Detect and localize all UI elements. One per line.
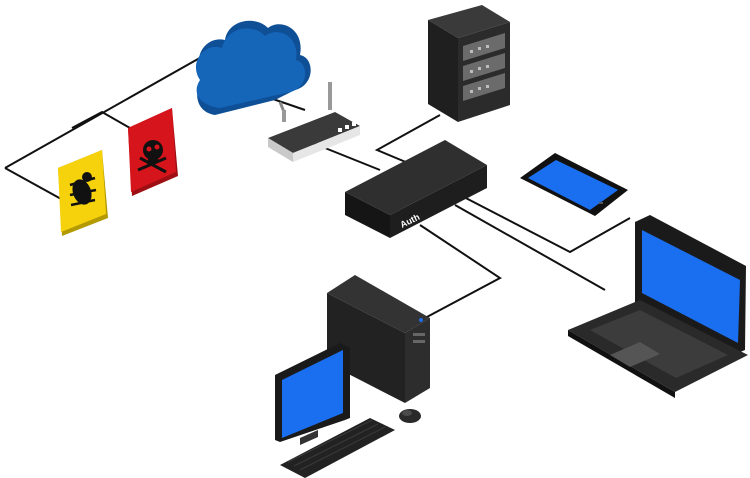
connection-firewall-desktop bbox=[419, 224, 502, 319]
connection-firewall-laptop bbox=[454, 204, 606, 291]
connection-virus-branch bbox=[71, 110, 131, 129]
server-rack-icon bbox=[428, 5, 510, 122]
skull-warning-icon bbox=[128, 108, 178, 196]
bug-warning-icon bbox=[58, 150, 108, 236]
connection-cloud-router bbox=[269, 97, 306, 111]
cloud-icon bbox=[195, 20, 311, 116]
firewall-appliance-icon: Auth bbox=[345, 140, 487, 238]
connection-firewall-tablet bbox=[459, 194, 631, 254]
desktop-computer-icon bbox=[275, 275, 430, 478]
tablet-icon bbox=[520, 153, 628, 216]
connection-lines bbox=[4, 54, 631, 319]
connection-cloud-threats bbox=[4, 54, 206, 169]
wifi-router-icon bbox=[268, 82, 360, 162]
laptop-icon bbox=[568, 215, 748, 398]
